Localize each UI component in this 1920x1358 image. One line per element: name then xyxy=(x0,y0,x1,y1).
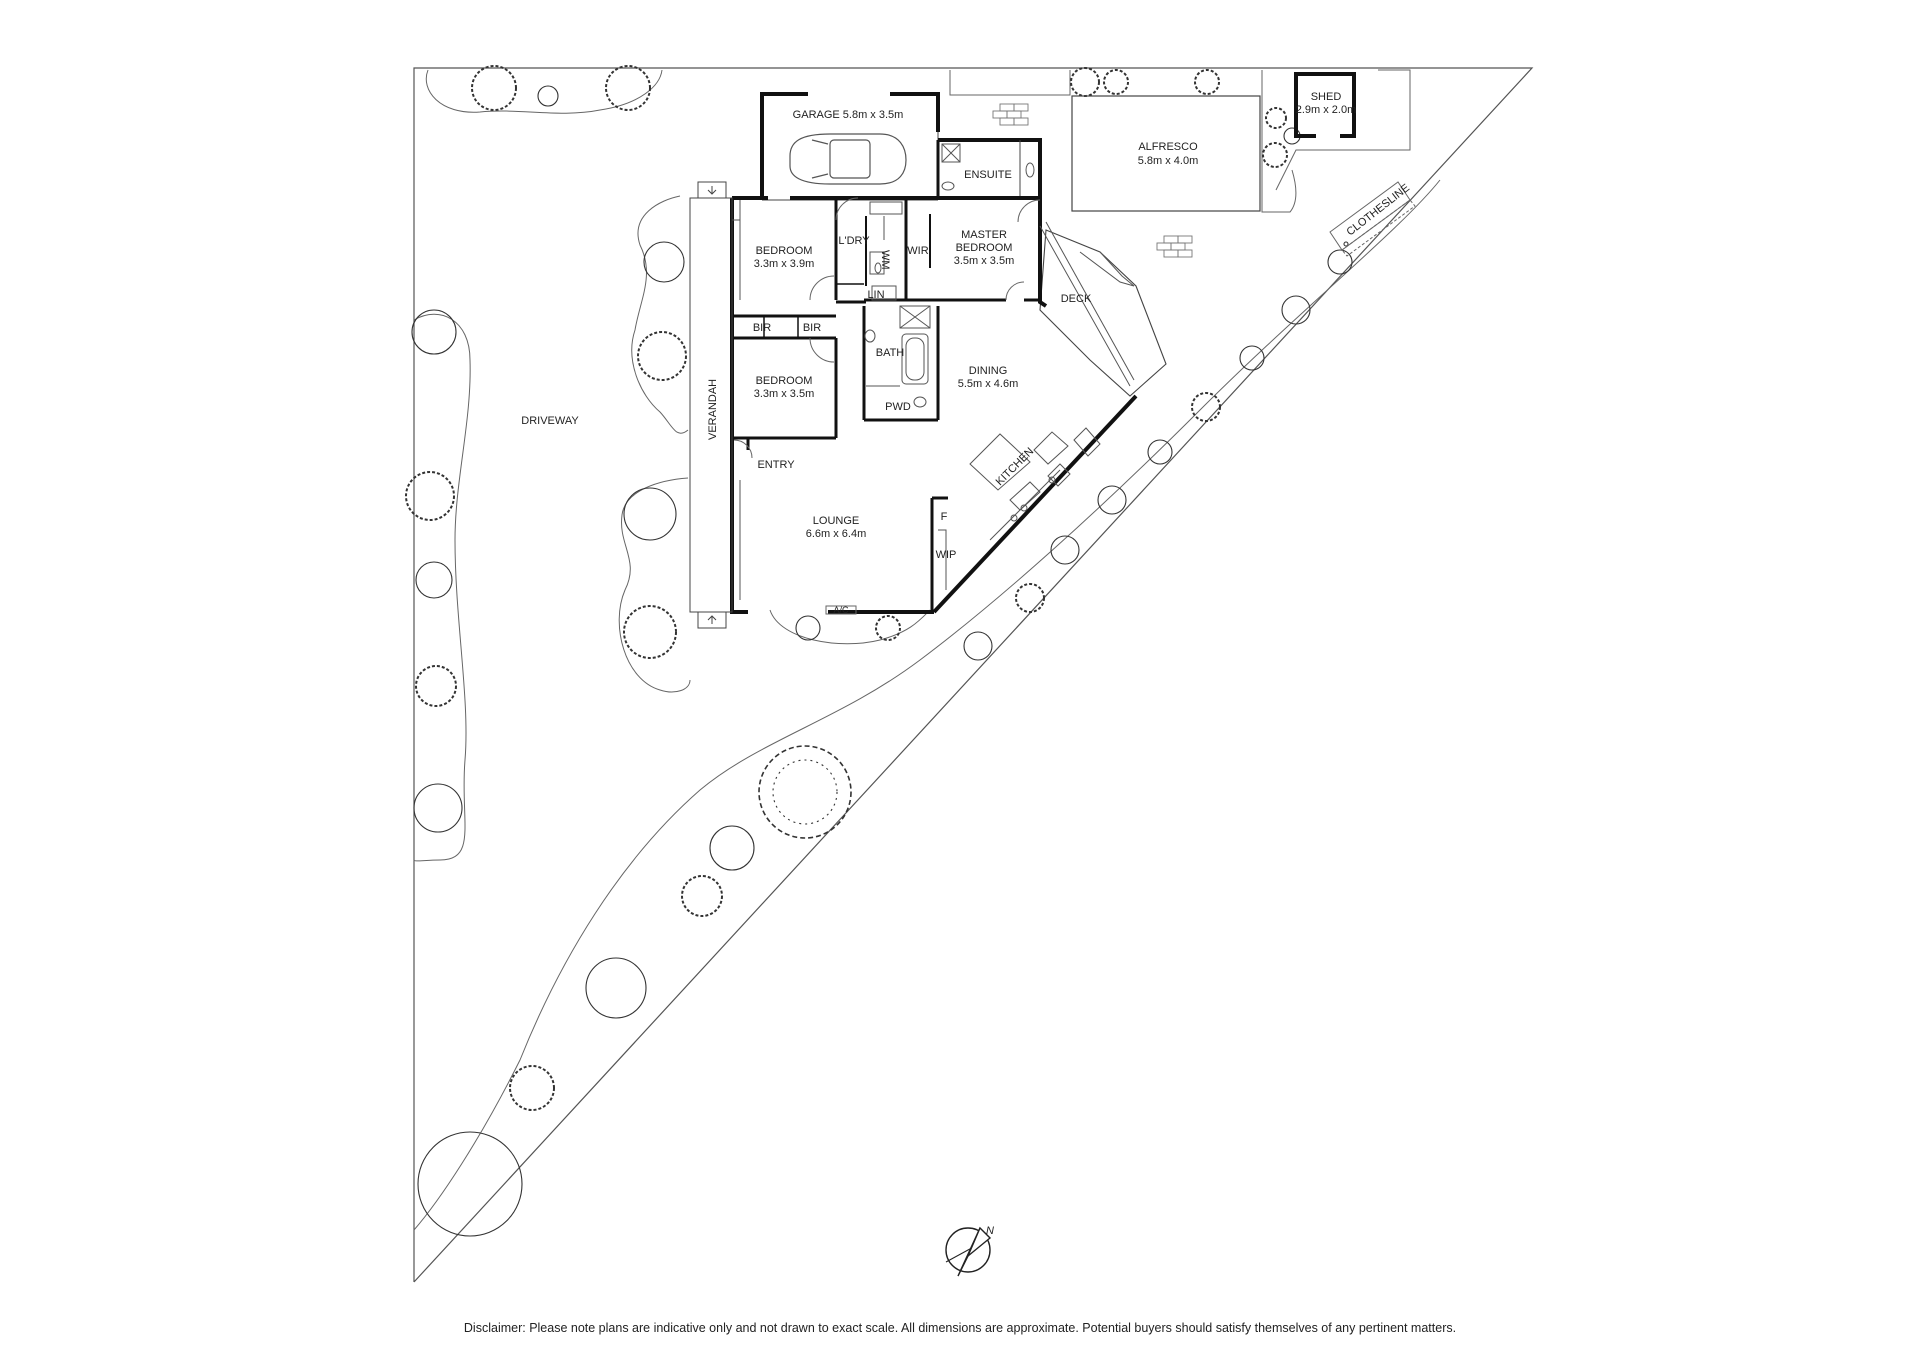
lounge-dims: 6.6m x 6.4m xyxy=(806,528,867,540)
garage-walls xyxy=(760,92,940,200)
ensuite-label: ENSUITE xyxy=(964,169,1012,181)
trees xyxy=(405,65,1353,1237)
dining-label: DINING xyxy=(969,365,1008,377)
wir-label: WIR xyxy=(907,245,928,257)
deck-label: DECK xyxy=(1061,293,1092,305)
alfresco-label: ALFRESCO xyxy=(1138,141,1198,153)
fridge-label: F xyxy=(941,511,948,523)
garden-beds xyxy=(413,69,1441,1231)
verandah-outline xyxy=(689,181,733,629)
lounge-label: LOUNGE xyxy=(813,515,859,527)
shed-label: SHED xyxy=(1311,91,1342,103)
master-label-1: MASTER xyxy=(961,229,1007,241)
bedroom1-dims: 3.3m x 3.9m xyxy=(754,258,815,270)
bedroom1-label: BEDROOM xyxy=(756,245,813,257)
clothesline-shape xyxy=(1329,181,1416,257)
lin-label: LIN xyxy=(867,289,884,301)
north-label: N xyxy=(986,1225,994,1237)
master-dims: 3.5m x 3.5m xyxy=(954,255,1015,267)
alfresco-outline xyxy=(1071,95,1261,212)
window-lines xyxy=(732,200,1135,600)
disclaimer-text: Disclaimer: Please note plans are indica… xyxy=(463,1321,1457,1335)
wip-label: WIP xyxy=(936,549,957,561)
room-labels: GARAGE 5.8m x 3.5m ENSUITE ALFRESCO 5.8m… xyxy=(521,91,1412,1237)
entry-label: ENTRY xyxy=(757,459,795,471)
car-icon xyxy=(789,133,907,185)
bedroom2-label: BEDROOM xyxy=(756,375,813,387)
dining-dims: 5.5m x 4.6m xyxy=(958,378,1019,390)
garage-label: GARAGE 5.8m x 3.5m xyxy=(793,109,904,121)
north-arrow xyxy=(945,1226,992,1277)
door-swings xyxy=(733,197,1041,615)
interior-walls xyxy=(732,198,1040,612)
master-label-2: BEDROOM xyxy=(956,242,1013,254)
site-boundary xyxy=(413,67,1534,1283)
ac-label: A/C xyxy=(833,605,849,615)
bir2-label: BIR xyxy=(803,322,821,334)
pwd-label: PWD xyxy=(885,401,911,413)
driveway-label: DRIVEWAY xyxy=(521,415,579,427)
wm-label: WM xyxy=(879,250,891,270)
shed-dims: 2.9m x 2.0m xyxy=(1296,104,1357,116)
ensuite-walls xyxy=(936,138,1042,200)
fixtures xyxy=(864,201,1125,590)
verandah-label: VERANDAH xyxy=(707,379,719,440)
alfresco-dims: 5.8m x 4.0m xyxy=(1138,155,1199,167)
bath-label: BATH xyxy=(876,347,905,359)
laundry-label: L'DRY xyxy=(838,235,870,247)
deck-outline xyxy=(1039,229,1167,397)
bir1-label: BIR xyxy=(753,322,771,334)
bedroom2-dims: 3.3m x 3.5m xyxy=(754,388,815,400)
paver-patches xyxy=(992,103,1193,258)
